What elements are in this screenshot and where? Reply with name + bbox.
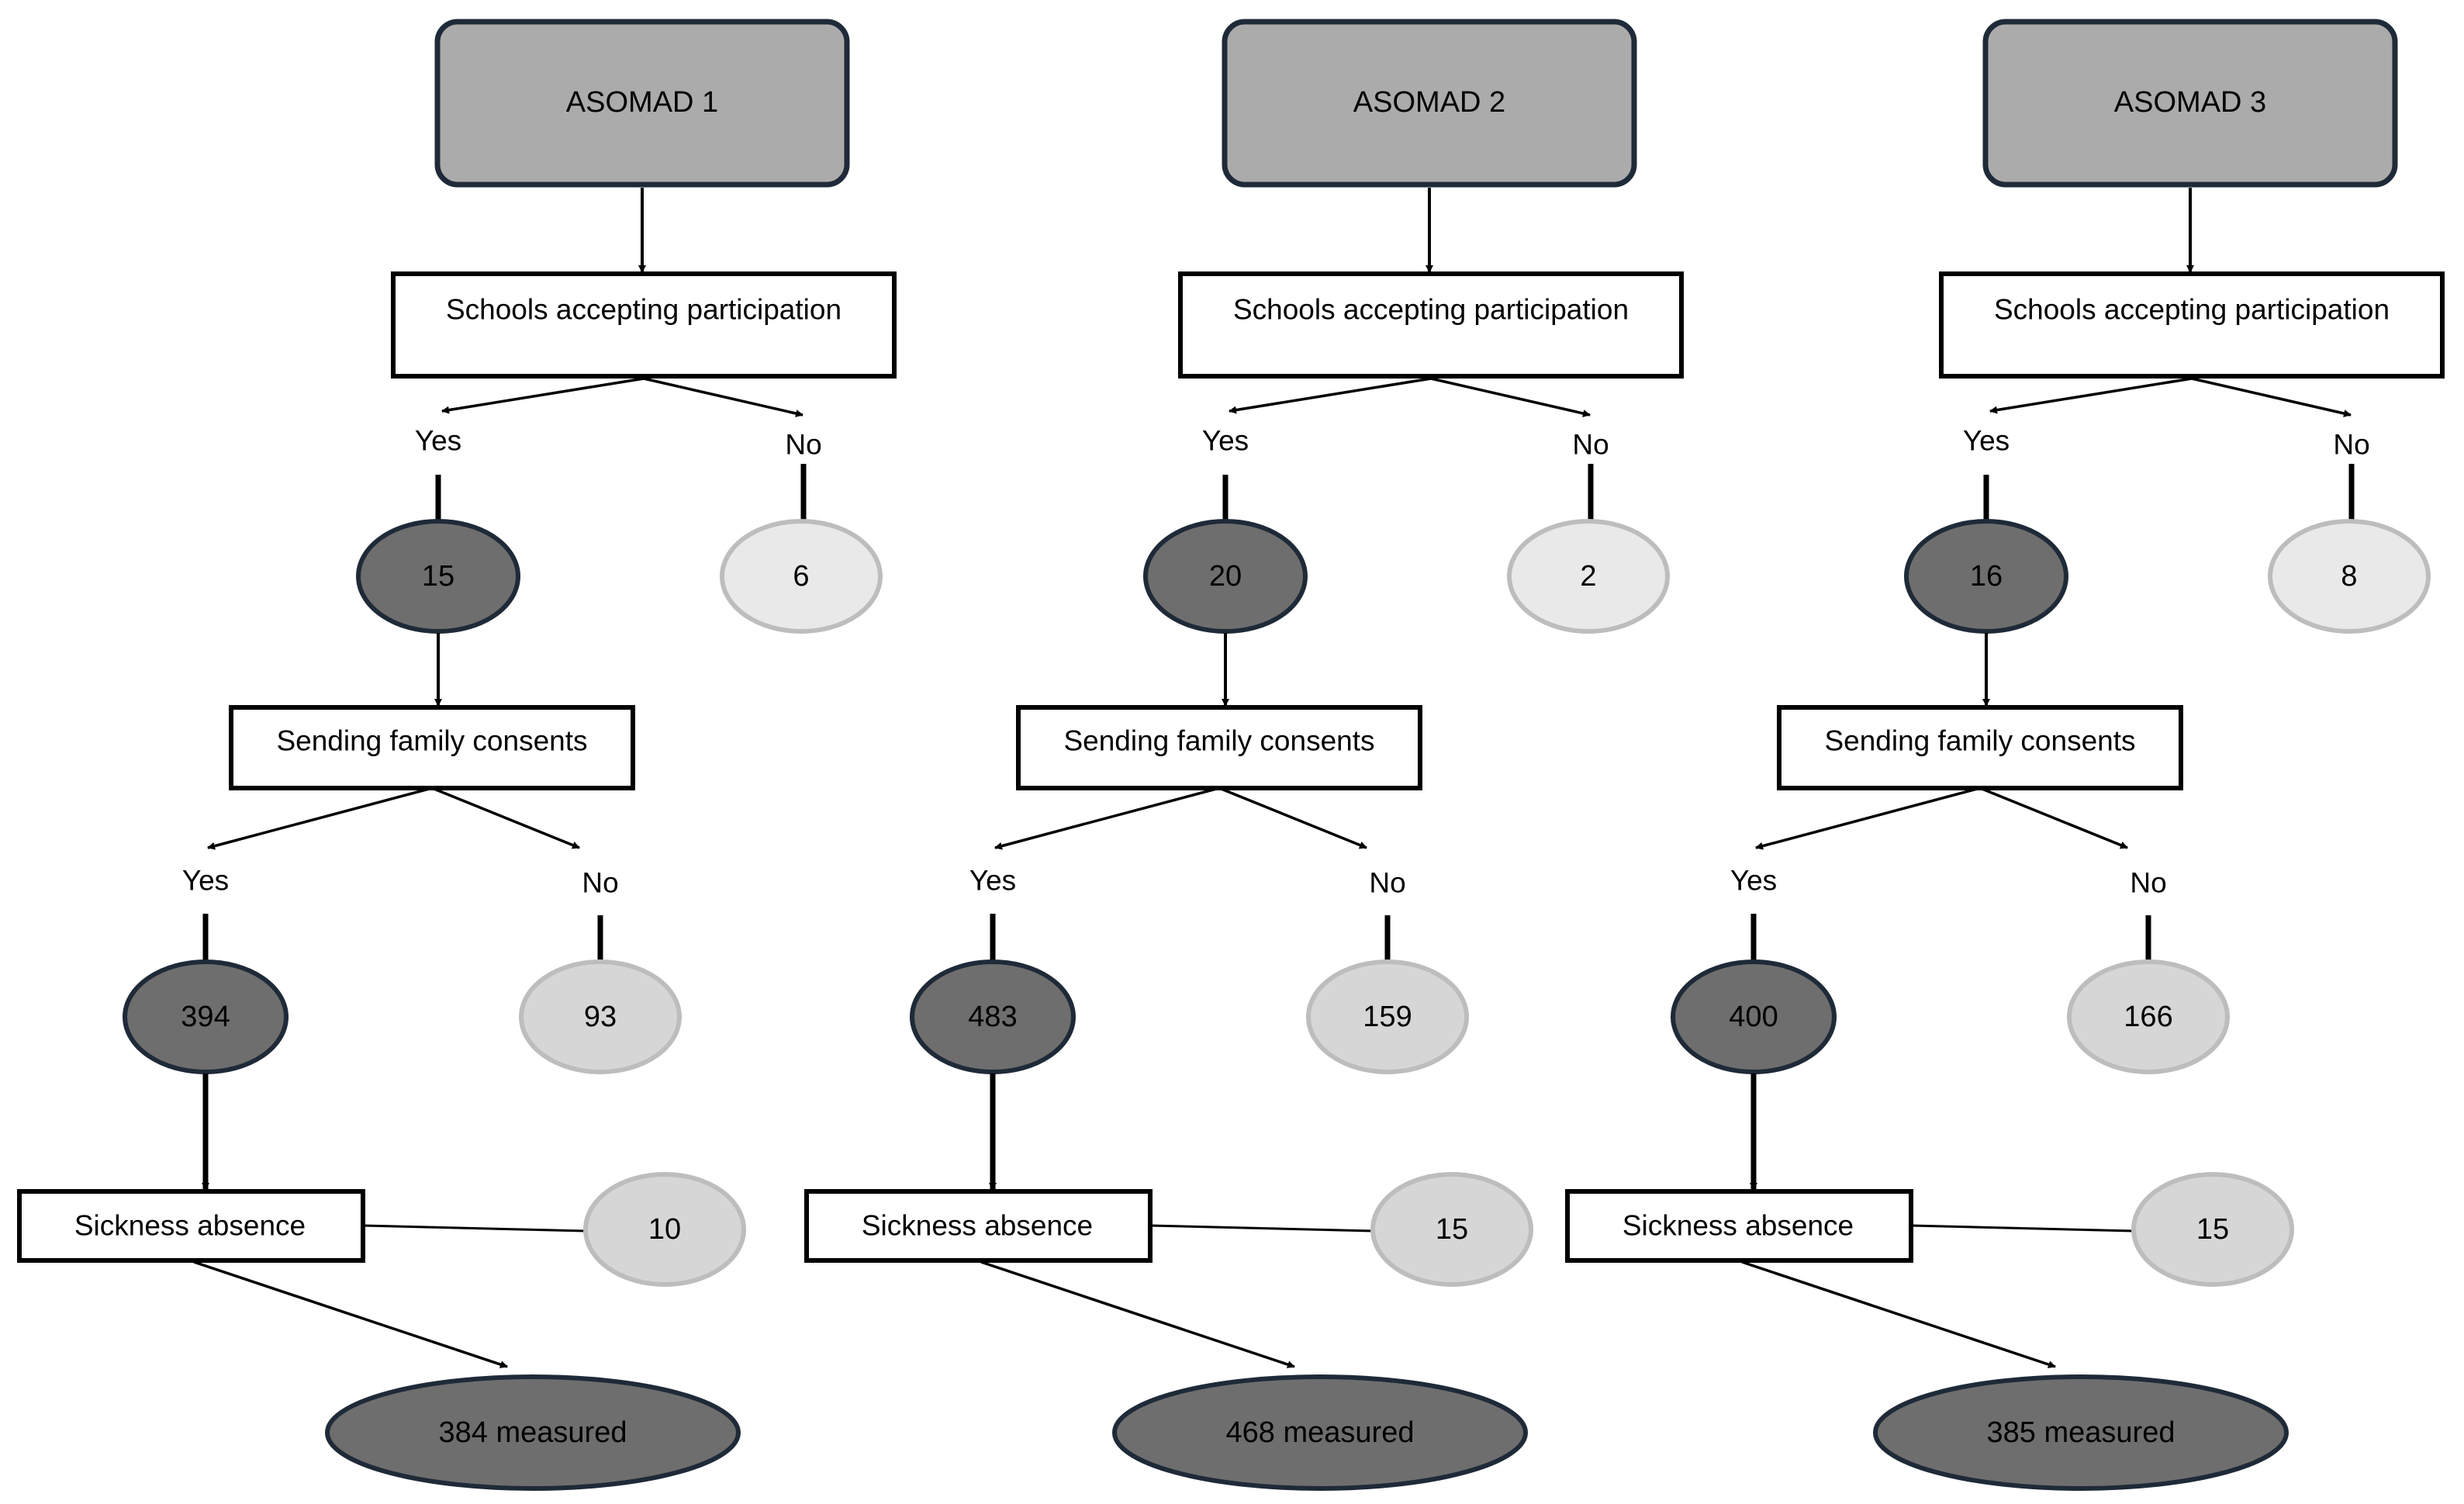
sickness-count: 15 [1436,1213,1468,1246]
schools-yes-label: Yes [1963,425,2010,457]
schools-box-label: Schools accepting participation [1994,294,2390,326]
measured-ellipse [325,1374,741,1491]
header-label: ASOMAD 2 [1353,86,1505,119]
schools-no-count: 6 [793,560,809,593]
sickness-box-label: Sickness absence [862,1210,1093,1242]
consent-yes-count: 394 [181,1001,230,1033]
schools-no-ellipse [2268,519,2431,634]
schools-no-label: No [2333,429,2369,461]
consent-no-label: No [1369,867,1405,899]
measured-count: 384 measured [439,1416,627,1449]
sickness-box [1565,1189,1913,1263]
consent-yes-label: Yes [969,865,1016,897]
header-box [1982,19,2398,188]
arrow-consent-yes [1755,787,1981,850]
measured-count: 385 measured [1987,1416,2175,1449]
consent-no-label: No [2130,867,2166,899]
schools-yes-count: 15 [422,560,454,593]
sickness-box [804,1189,1153,1263]
header-label: ASOMAD 3 [2114,86,2266,119]
consent-box-label: Sending family consents [276,725,587,757]
column-asomad-1: ASOMAD 1 Schools accepting participationY… [17,19,897,1491]
arrow-schools-no [643,377,803,417]
schools-box [391,271,897,379]
measured-count: 468 measured [1226,1416,1415,1449]
consent-yes-ellipse [1671,959,1837,1074]
header-box [1222,19,1637,188]
arrow-schools-yes [1989,377,2193,414]
arrow-schools-no [2191,377,2352,417]
schools-yes-label: Yes [415,425,461,457]
schools-yes-ellipse [356,519,520,634]
consent-yes-count: 483 [968,1001,1017,1033]
consent-yes-ellipse [910,959,1076,1074]
arrow-schools-no [1430,377,1591,417]
schools-box [1178,271,1684,379]
consent-no-count: 166 [2124,1001,2172,1033]
sickness-box-label: Sickness absence [1623,1210,1854,1242]
consent-yes-count: 400 [1729,1001,1778,1033]
sickness-count: 10 [648,1213,681,1246]
arrow-sickness-to-measured [1741,1260,2056,1368]
measured-ellipse [1873,1374,2289,1491]
schools-yes-label: Yes [1202,425,1249,457]
arrow-sickness-to-measured [193,1260,508,1368]
arrow-consent-no [431,787,580,849]
header-label: ASOMAD 1 [566,86,718,119]
schools-box-label: Schools accepting participation [446,294,841,326]
consent-no-count: 159 [1363,1001,1412,1033]
schools-box [1939,271,2445,379]
column-asomad-3: ASOMAD 3 Schools accepting participationY… [1565,19,2445,1491]
sickness-count: 15 [2196,1213,2229,1246]
schools-no-ellipse [1507,519,1670,634]
consent-yes-label: Yes [1730,865,1777,897]
consent-no-count: 93 [584,1001,617,1033]
arrow-consent-yes [207,787,433,850]
consent-box [1016,705,1422,790]
consent-no-ellipse [2067,959,2230,1074]
sickness-connector [1910,1224,2134,1233]
schools-yes-ellipse [1143,519,1308,634]
arrow-consent-no [1979,787,2128,849]
consent-yes-ellipse [123,959,289,1074]
arrow-consent-yes [994,787,1220,850]
sickness-count-ellipse [583,1172,746,1287]
consent-box-label: Sending family consents [1824,725,2135,757]
arrow-sickness-to-measured [980,1260,1295,1368]
sickness-box-label: Sickness absence [74,1210,306,1242]
arrow-schools-yes [1229,377,1432,414]
measured-ellipse [1112,1374,1528,1491]
header-box [434,19,850,188]
schools-no-count: 8 [2341,560,2357,593]
column-asomad-2: ASOMAD 2 Schools accepting participationY… [804,19,1684,1491]
sickness-box [17,1189,365,1263]
arrow-schools-yes [441,377,645,414]
schools-no-count: 2 [1580,560,1596,593]
sickness-count-ellipse [1370,1172,1533,1287]
consent-no-ellipse [519,959,682,1074]
sickness-count-ellipse [2131,1172,2294,1287]
schools-yes-count: 16 [1970,560,2003,593]
consent-yes-label: Yes [182,865,229,897]
consent-no-ellipse [1306,959,1469,1074]
columns-layer: ASOMAD 1 Schools accepting participationY… [17,19,2445,1491]
schools-no-ellipse [720,519,883,634]
consent-no-label: No [582,867,618,899]
sickness-connector [362,1224,586,1233]
schools-yes-ellipse [1904,519,2068,634]
consent-box [1777,705,2183,790]
schools-no-label: No [785,429,821,461]
schools-no-label: No [1572,429,1609,461]
schools-box-label: Schools accepting participation [1233,294,1629,326]
arrow-consent-no [1218,787,1367,849]
consent-box-label: Sending family consents [1063,725,1374,757]
sickness-connector [1149,1224,1374,1233]
schools-yes-count: 20 [1209,560,1242,593]
